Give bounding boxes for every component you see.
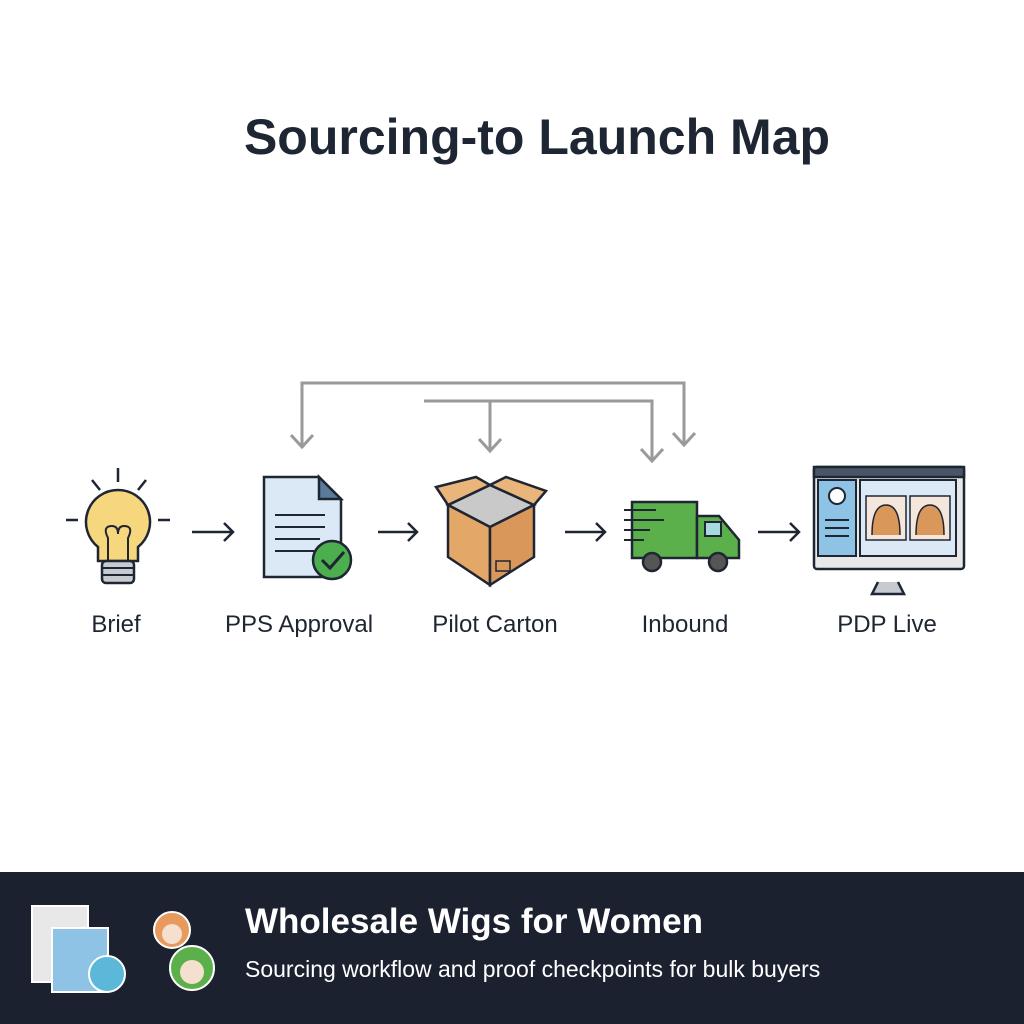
women-avatars-icon	[153, 911, 215, 991]
delivery-truck-icon	[624, 500, 741, 573]
lightbulb-icon	[66, 468, 170, 585]
arrow-3	[565, 522, 607, 542]
step-label-pdp-live: PDP Live	[837, 611, 937, 638]
approved-document-icon	[262, 473, 353, 581]
catalog-document-icon	[31, 905, 126, 993]
arrowhead-carton	[477, 437, 503, 454]
footer-subtitle: Sourcing workflow and proof checkpoints …	[245, 956, 821, 982]
footer-icons	[31, 905, 215, 993]
carton-box-icon	[433, 475, 549, 588]
arrow-1	[192, 522, 235, 542]
page-title: Sourcing-to Launch Map	[243, 109, 831, 165]
footer-banner: Wholesale Wigs for Women Sourcing workfl…	[0, 872, 1024, 1024]
arrow-2	[378, 522, 419, 542]
footer-title: Wholesale Wigs for Women	[245, 902, 703, 941]
arrowhead-inbound-inner	[639, 447, 665, 464]
feedback-connectors	[289, 381, 697, 464]
arrow-4	[758, 522, 801, 542]
step-label-inbound: Inbound	[641, 611, 729, 638]
flow-diagram	[66, 381, 966, 596]
arrowhead-pps	[289, 433, 315, 450]
arrowhead-inbound-outer	[671, 431, 697, 448]
monitor-product-page-icon	[812, 465, 966, 596]
flow-arrows	[192, 522, 801, 542]
step-label-pps-approval: PPS Approval	[224, 611, 374, 638]
connector-inner	[424, 399, 654, 460]
step-label-brief: Brief	[91, 611, 141, 638]
connector-outer	[300, 381, 686, 445]
step-label-pilot-carton: Pilot Carton	[432, 611, 558, 638]
